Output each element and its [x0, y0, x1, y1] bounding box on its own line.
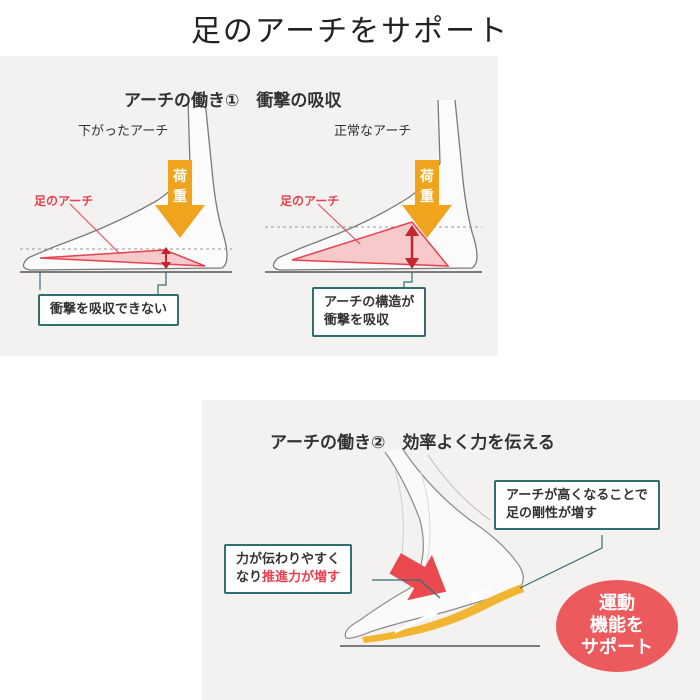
left-callout: 衝撃を吸収できない: [38, 294, 180, 326]
rigidity-callout-line2: 足の剛性が増す: [506, 506, 598, 521]
right-load-label-2: 重: [420, 189, 434, 205]
badge-line3: サポート: [581, 637, 653, 658]
left-caption: 下がったアーチ: [78, 124, 169, 139]
support-badge: 運動 機能を サポート: [556, 580, 678, 672]
right-caption: 正常なアーチ: [334, 124, 412, 139]
rigidity-callout-line1: アーチが高くなることで: [506, 488, 648, 503]
left-arch-label: 足のアーチ: [34, 194, 94, 208]
insole-shape: [362, 584, 524, 643]
propulsion-callout: 力が伝わりやすく なり推進力が増す: [224, 544, 353, 594]
left-foot-illustration: [20, 99, 232, 294]
propulsion-arrow: [389, 553, 447, 601]
panel1-heading: アーチの働き① 衝撃の吸収: [124, 91, 342, 111]
propulsion-callout-line1: 力が伝わりやすく: [236, 552, 341, 567]
panel2-heading: アーチの働き② 効率よく力を伝える: [270, 433, 555, 453]
load-arrow-left: [155, 160, 205, 238]
rigidity-callout: アーチが高くなることで 足の剛性が増す: [494, 480, 660, 530]
left-callout-text: 衝撃を吸収できない: [50, 302, 168, 317]
propulsion-callout-line2: なり推進力が増す: [236, 569, 340, 587]
page-title: 足のアーチをサポート: [190, 14, 510, 49]
right-callout: アーチの構造が 衝撃を吸収: [312, 287, 427, 337]
badge-line1: 運動: [599, 593, 635, 614]
arch-label-leader: [69, 203, 121, 255]
right-load-label-1: 荷: [420, 169, 434, 185]
pushoff-foot-illustration: [340, 447, 603, 647]
load-arrow-right: [402, 160, 452, 238]
badge-line2: 機能を: [590, 615, 644, 636]
arch-label-leader: [317, 203, 361, 245]
right-foot-illustration: [265, 99, 482, 288]
right-callout-line1: アーチの構造が: [324, 295, 415, 310]
right-callout-line2: 衝撃を吸収: [324, 313, 390, 328]
left-load-label-2: 重: [173, 189, 187, 205]
propulsion-callout-highlight: 推進力が増す: [262, 570, 341, 585]
left-load-label-1: 荷: [173, 169, 187, 185]
propulsion-callout-prefix: なり: [236, 570, 263, 585]
right-arch-label: 足のアーチ: [280, 194, 340, 208]
